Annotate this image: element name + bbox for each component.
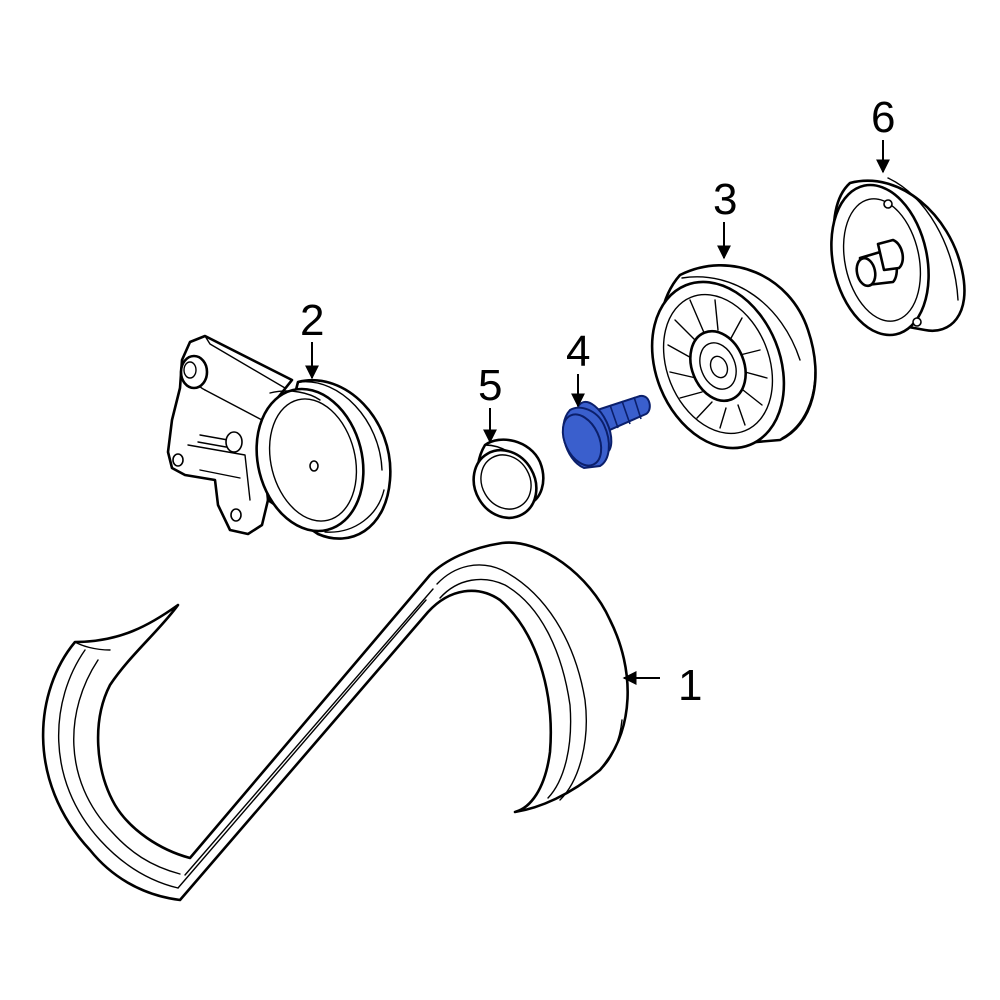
callout-label-3: 3 — [713, 175, 737, 224]
belt[interactable] — [41, 541, 629, 902]
callout-label-5: 5 — [478, 361, 502, 410]
callout-2: 2 — [300, 296, 324, 380]
callout-3: 3 — [713, 175, 737, 260]
callout-5: 5 — [478, 361, 502, 444]
callout-4: 4 — [566, 327, 590, 408]
callout-1: 1 — [622, 661, 702, 710]
tensioner[interactable] — [166, 334, 392, 542]
callout-label-1: 1 — [678, 661, 702, 710]
cap[interactable] — [462, 438, 549, 530]
callout-label-4: 4 — [566, 327, 590, 376]
bolt[interactable] — [555, 394, 651, 472]
idler-pulley[interactable] — [628, 262, 817, 468]
pulley[interactable] — [818, 176, 966, 344]
callout-label-6: 6 — [871, 93, 895, 142]
callout-6: 6 — [871, 93, 895, 174]
callout-label-2: 2 — [300, 296, 324, 345]
